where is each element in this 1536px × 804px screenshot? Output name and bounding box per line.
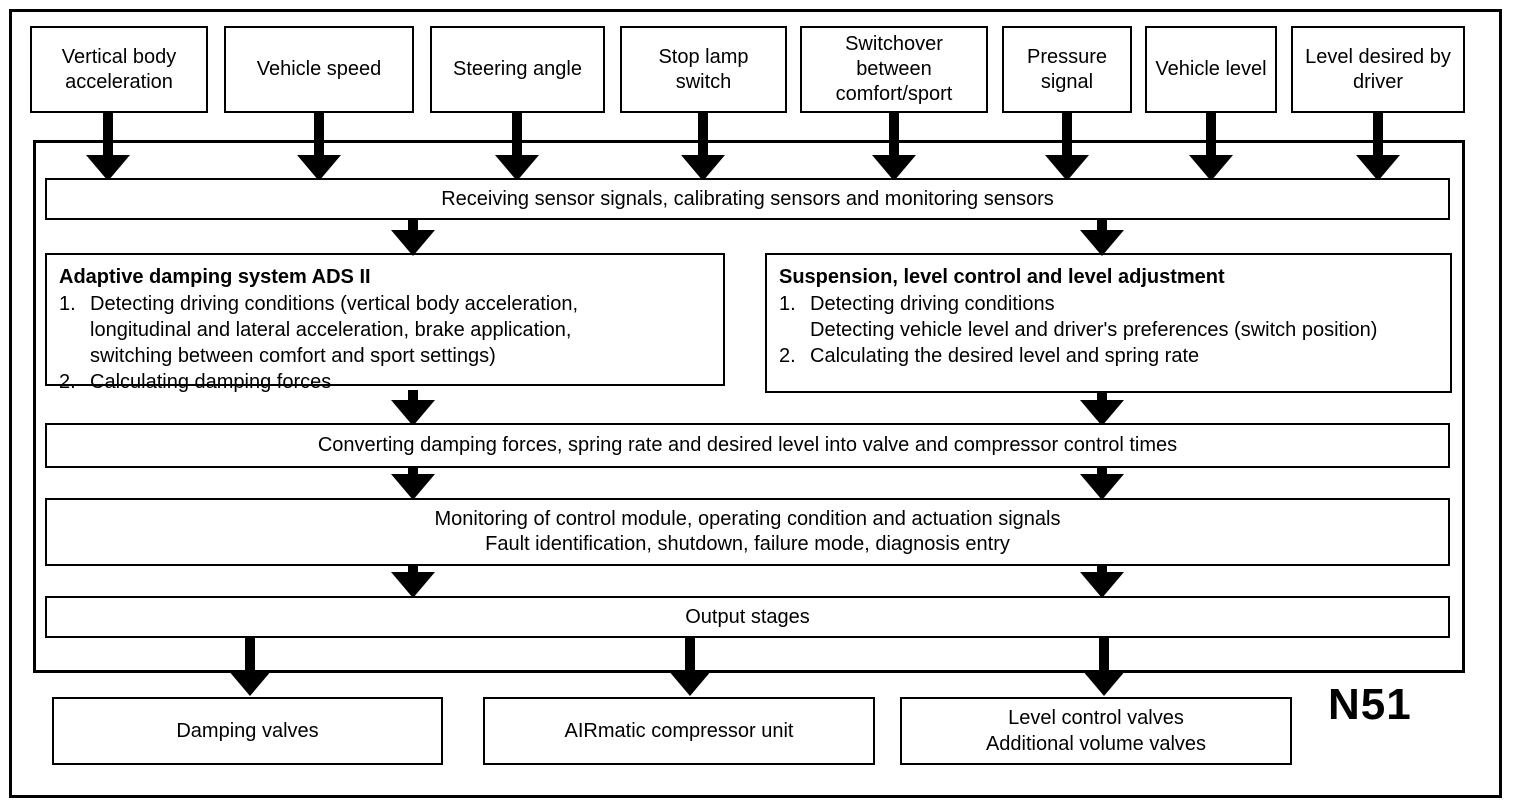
ads-item-1-line-2: longitudinal and lateral acceleration, b… xyxy=(90,319,572,341)
input-label: Vehicle level xyxy=(1155,58,1267,80)
arrow-input-2 xyxy=(495,113,539,181)
input-box-vehicle-level: Vehicle level xyxy=(1145,26,1277,113)
input-label: Steering angle xyxy=(453,58,582,80)
converting-bar-label: Converting damping forces, spring rate a… xyxy=(317,434,1178,456)
input-box-pressure-signal: Pressure signal xyxy=(1002,26,1132,113)
output-box-label-line-2: Additional volume valves xyxy=(985,733,1207,755)
input-box-stop-lamp-switch: Stop lamp switch xyxy=(620,26,787,113)
output-box-level-control-valves: Level control valves Additional volume v… xyxy=(900,697,1292,765)
arrow-input-4 xyxy=(872,113,916,181)
output-stages-label: Output stages xyxy=(685,605,810,628)
input-box-vehicle-speed: Vehicle speed xyxy=(224,26,414,113)
receiving-bar: Receiving sensor signals, calibrating se… xyxy=(45,178,1450,220)
output-box-label: AIRmatic compressor unit xyxy=(564,720,794,742)
ads-item-2: 2. Calculating damping forces xyxy=(59,369,713,395)
input-box-steering-angle: Steering angle xyxy=(430,26,605,113)
ads-panel: Adaptive damping system ADS II 1. Detect… xyxy=(45,253,725,393)
arrow-receiving-to-ads xyxy=(391,220,435,256)
input-label: Pressure signal xyxy=(1026,45,1108,93)
input-box-level-desired-by-driver: Level desired by driver xyxy=(1291,26,1465,113)
input-label: Vertical body acceleration xyxy=(61,45,177,93)
monitoring-bar-line-1: Monitoring of control module, operating … xyxy=(434,508,1061,530)
arrow-receiving-to-suspension xyxy=(1080,220,1124,256)
suspension-panel-title: Suspension, level control and level adju… xyxy=(779,266,1225,288)
input-box-vertical-body-acceleration: Vertical body acceleration xyxy=(30,26,208,113)
control-module-box xyxy=(33,140,1465,673)
list-number: 2. xyxy=(59,371,76,393)
receiving-bar-label: Receiving sensor signals, calibrating se… xyxy=(441,187,1054,210)
suspension-panel: Suspension, level control and level adju… xyxy=(765,253,1452,393)
monitoring-bar: Monitoring of control module, operating … xyxy=(45,498,1450,566)
ads-item-1-text: Detecting driving conditions (vertical b… xyxy=(90,291,578,369)
suspension-item-1: 1. Detecting driving conditions Detectin… xyxy=(779,291,1440,343)
input-label: Level desired by driver xyxy=(1305,45,1451,93)
ads-panel-title: Adaptive damping system ADS II xyxy=(59,266,371,288)
arrow-suspension-to-converting xyxy=(1080,393,1124,426)
converting-bar: Converting damping forces, spring rate a… xyxy=(45,423,1450,468)
arrow-converting-to-monitoring-left xyxy=(391,468,435,500)
arrow-to-airmatic-compressor xyxy=(668,638,712,696)
arrow-input-7 xyxy=(1356,113,1400,181)
arrow-input-0 xyxy=(86,113,130,181)
output-box-label-line-1: Level control valves xyxy=(1008,707,1184,729)
arrow-input-1 xyxy=(297,113,341,181)
ads-item-2-text: Calculating damping forces xyxy=(90,371,332,393)
list-number: 1. xyxy=(779,293,796,315)
input-label: Stop lamp switch xyxy=(658,45,749,93)
module-label-n51: N51 xyxy=(1328,680,1412,729)
output-box-airmatic-compressor: AIRmatic compressor unit xyxy=(483,697,875,765)
arrow-input-6 xyxy=(1189,113,1233,181)
arrow-converting-to-monitoring-right xyxy=(1080,468,1124,500)
input-label: Switchover between comfort/sport xyxy=(835,33,953,105)
suspension-item-2: 2. Calculating the desired level and spr… xyxy=(779,343,1440,369)
suspension-item-1-line-1: Detecting driving conditions xyxy=(810,293,1055,315)
arrow-monitoring-to-output-right xyxy=(1080,566,1124,598)
arrow-ads-to-converting xyxy=(391,390,435,426)
list-number: 1. xyxy=(59,293,76,315)
arrow-monitoring-to-output-left xyxy=(391,566,435,598)
suspension-item-1-text: Detecting driving conditions Detecting v… xyxy=(810,291,1377,343)
output-box-label: Damping valves xyxy=(176,720,319,742)
list-number: 2. xyxy=(779,345,796,367)
suspension-item-1-line-2: Detecting vehicle level and driver's pre… xyxy=(810,319,1378,341)
arrow-input-5 xyxy=(1045,113,1089,181)
ads-item-1: 1. Detecting driving conditions (vertica… xyxy=(59,291,713,369)
suspension-item-2-text: Calculating the desired level and spring… xyxy=(810,345,1200,367)
arrow-to-level-control-valves xyxy=(1082,638,1126,696)
monitoring-bar-line-2: Fault identification, shutdown, failure … xyxy=(485,533,1010,555)
ads-item-1-line-1: Detecting driving conditions (vertical b… xyxy=(90,293,579,315)
arrow-input-3 xyxy=(681,113,725,181)
ads-item-1-line-3: switching between comfort and sport sett… xyxy=(90,345,496,367)
output-stages-bar: Output stages xyxy=(45,596,1450,638)
input-box-switchover-comfort-sport: Switchover between comfort/sport xyxy=(800,26,988,113)
input-label: Vehicle speed xyxy=(256,58,382,80)
output-box-damping-valves: Damping valves xyxy=(52,697,443,765)
arrow-to-damping-valves xyxy=(228,638,272,696)
